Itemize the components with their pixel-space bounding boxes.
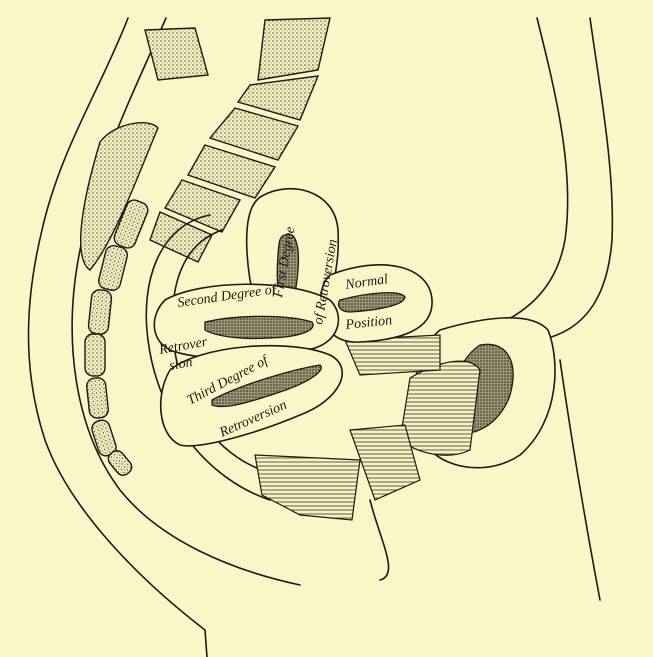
- abdominal-wall: [540, 18, 612, 340]
- front-contour: [460, 18, 568, 340]
- lumbar-vertebra: [145, 28, 208, 80]
- perineal-block-left: [255, 455, 360, 520]
- pubic-muscle: [400, 361, 480, 455]
- lumbar-body-upper: [258, 18, 330, 80]
- uterus-second-degree-cavity: [205, 316, 313, 338]
- front-lower-contour: [560, 360, 600, 600]
- perineum-line: [370, 500, 389, 580]
